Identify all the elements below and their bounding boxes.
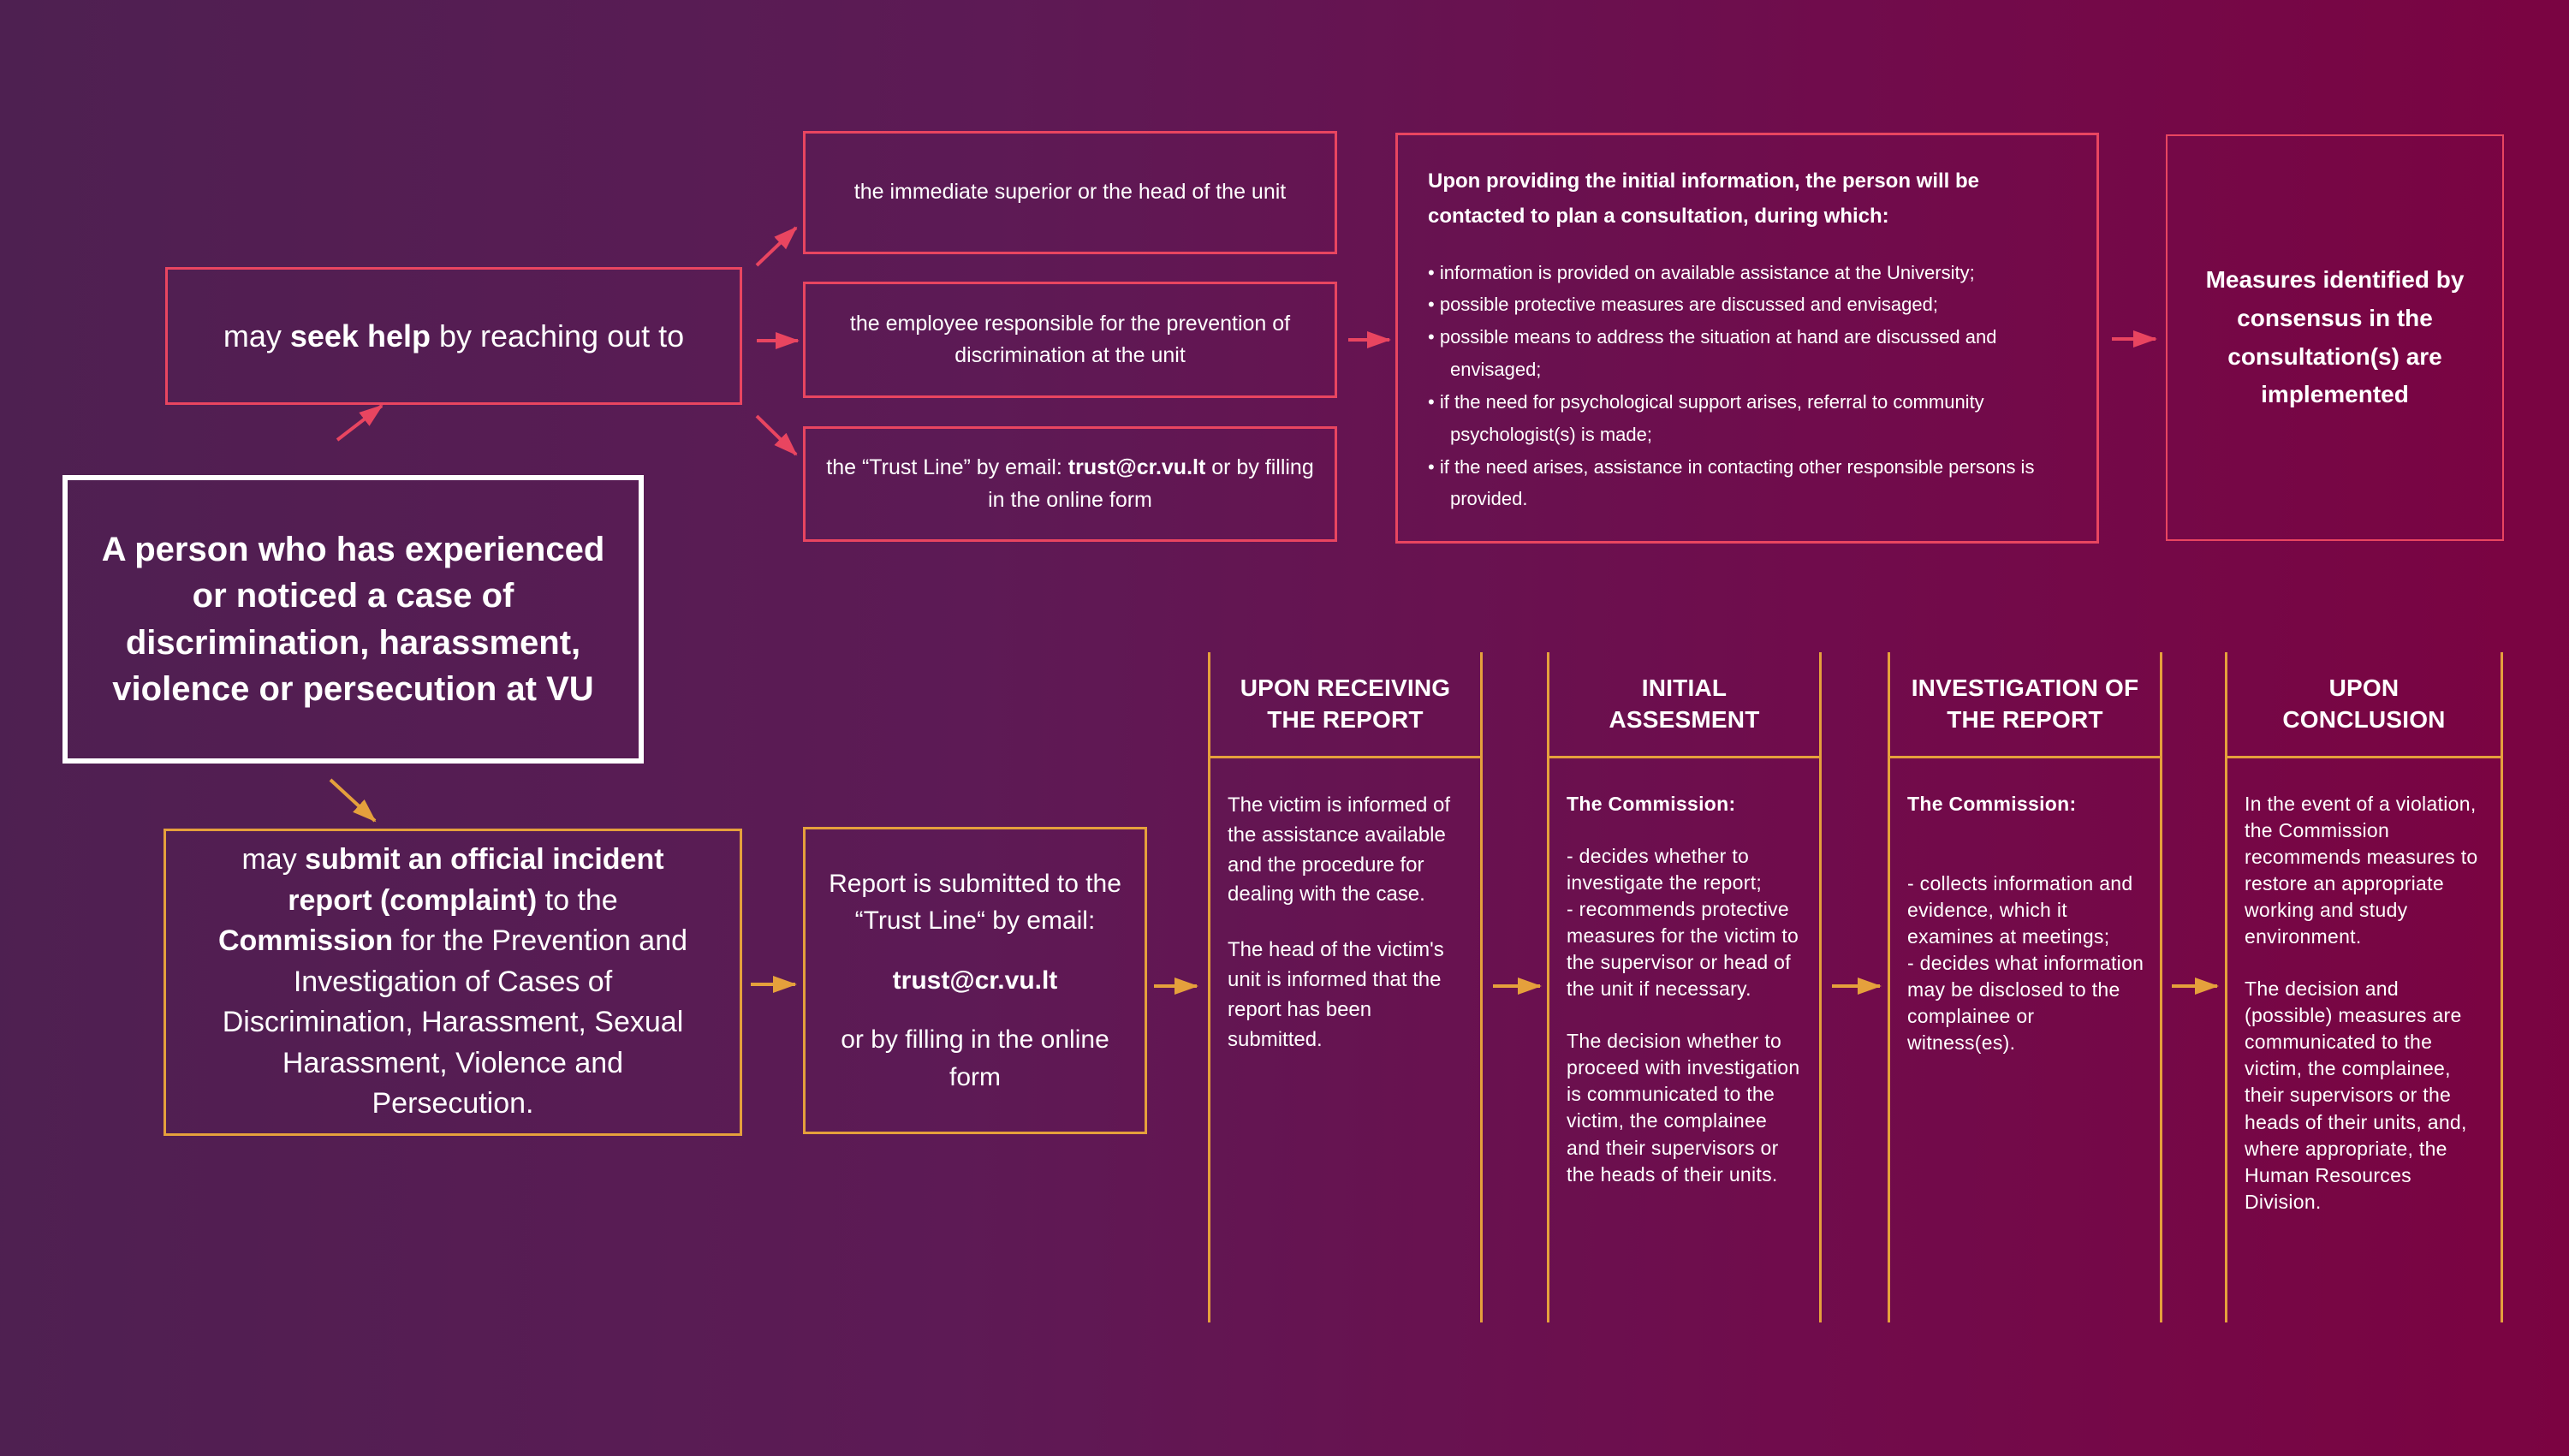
stage-investigation-header: INVESTIGATION OF THE REPORT (1890, 652, 2160, 758)
contact-option-superior-text: the immediate superior or the head of th… (853, 180, 1287, 205)
contact-option-employee: the employee responsible for the prevent… (803, 282, 1337, 398)
contact-option-employee-text: the employee responsible for the prevent… (849, 311, 1291, 368)
arrow-person-to-seek-help (336, 404, 384, 442)
arrow-seek-to-superior (755, 226, 798, 267)
stage-upon-conclusion: UPON CONCLUSION In the event of a violat… (2225, 652, 2503, 1322)
arrow-seek-to-trustline (755, 414, 798, 456)
measures-text: Measures identified by consensus in the … (2205, 265, 2465, 408)
submit-report-box: may submit an official incident report (… (164, 829, 742, 1136)
seek-help-box: may seek help by reaching out to (165, 267, 742, 405)
contact-option-superior: the immediate superior or the head of th… (803, 131, 1337, 254)
consultation-bullet: possible protective measures are discuss… (1428, 288, 2066, 321)
stage-investigation-body: The Commission: - collects information a… (1890, 758, 2160, 1056)
stage-paragraph: - decides whether to investigate the rep… (1567, 845, 1799, 1001)
stage-upon-conclusion-header: UPON CONCLUSION (2227, 652, 2501, 758)
stage-paragraph: The decision and (possible) measures are… (2245, 978, 2467, 1213)
contact-option-trust-line: the “Trust Line” by email: trust@cr.vu.l… (803, 426, 1337, 542)
report-submission-box: Report is submitted to the “Trust Line“ … (803, 827, 1147, 1134)
stage-upon-receiving-header: UPON RECEIVING THE REPORT (1210, 652, 1480, 758)
trust-line-email: trust@cr.vu.lt (1067, 455, 1206, 479)
consultation-heading: Upon providing the initial information, … (1428, 169, 1980, 228)
consultation-bullet: information is provided on available ass… (1428, 257, 2066, 289)
measures-box: Measures identified by consensus in the … (2166, 134, 2504, 541)
stage-paragraph: The head of the victim's unit is informe… (1228, 938, 1444, 1051)
stage-upon-conclusion-body: In the event of a violation, the Commiss… (2227, 758, 2501, 1215)
stage-initial-assesment-body: The Commission: - decides whether to inv… (1549, 758, 1819, 1188)
stage-initial-assesment: INITIAL ASSESMENT The Commission: - deci… (1547, 652, 1822, 1322)
stage-initial-assesment-header: INITIAL ASSESMENT (1549, 652, 1819, 758)
report-submission-line2: or by filling in the online form (841, 1025, 1109, 1091)
report-submission-line1: Report is submitted to the “Trust Line“ … (829, 869, 1121, 936)
stage-upon-receiving: UPON RECEIVING THE REPORT The victim is … (1208, 652, 1483, 1322)
stage-paragraph: - collects information and evidence, whi… (1907, 872, 2144, 1055)
contact-option-trust-line-text: the “Trust Line” by email: trust@cr.vu.l… (826, 455, 1314, 512)
stage-investigation: INVESTIGATION OF THE REPORT The Commissi… (1888, 652, 2162, 1322)
stage-intro: The Commission: (1907, 793, 2077, 815)
consultation-bullet: possible means to address the situation … (1428, 321, 2066, 386)
consultation-bullet: if the need arises, assistance in contac… (1428, 451, 2066, 516)
consultation-box: Upon providing the initial information, … (1395, 133, 2099, 544)
person-start-text: A person who has experienced or noticed … (101, 530, 605, 708)
report-email: trust@cr.vu.lt (892, 966, 1058, 995)
stage-intro: The Commission: (1567, 793, 1736, 815)
consultation-bullet-list: information is provided on available ass… (1428, 257, 2066, 516)
seek-help-text: may seek help by reaching out to (223, 318, 685, 354)
consultation-bullet: if the need for psychological support ar… (1428, 386, 2066, 451)
submit-report-text: may submit an official incident report (… (217, 842, 688, 1120)
stage-paragraph: The victim is informed of the assistance… (1228, 793, 1451, 906)
person-start-box: A person who has experienced or noticed … (62, 475, 644, 764)
stage-paragraph: In the event of a violation, the Commiss… (2245, 793, 2478, 948)
stage-paragraph: The decision whether to proceed with inv… (1567, 1030, 1800, 1186)
arrow-person-to-submit (329, 778, 377, 823)
stage-upon-receiving-body: The victim is informed of the assistance… (1210, 758, 1480, 1055)
